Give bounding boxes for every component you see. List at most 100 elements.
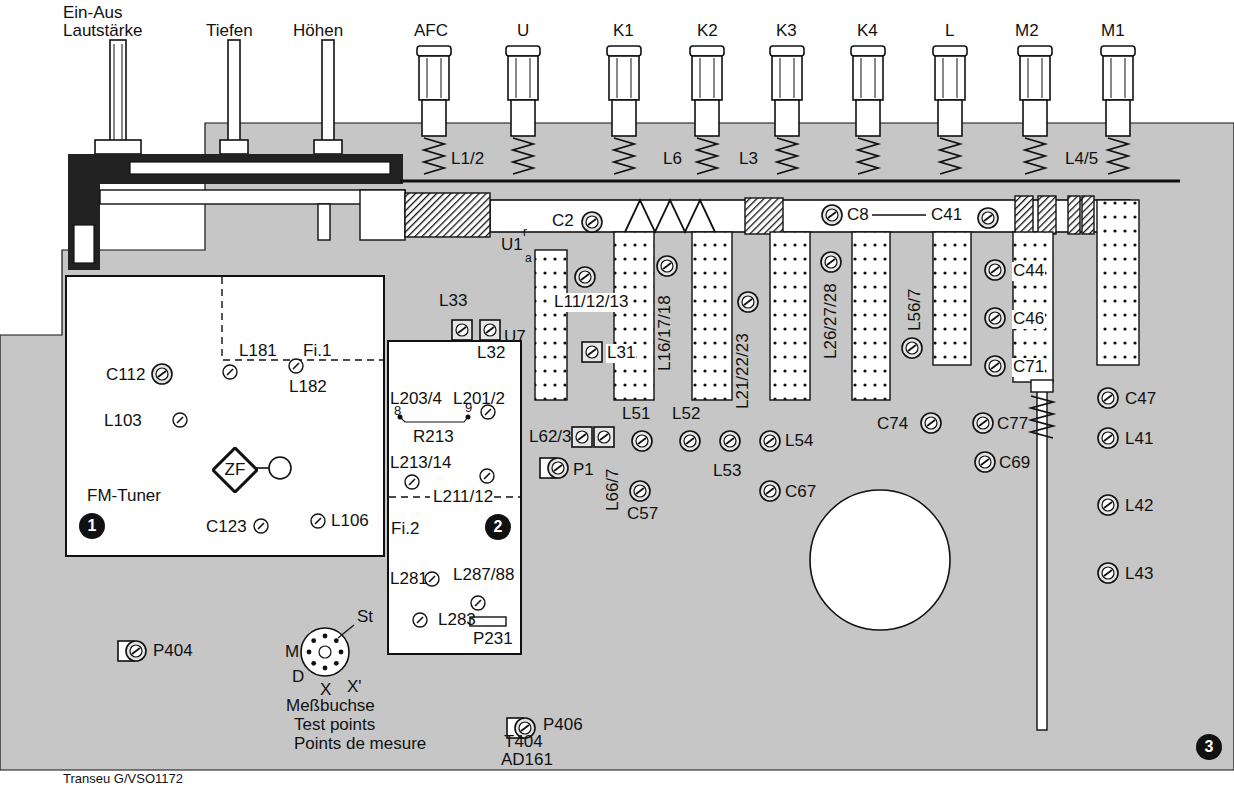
test-socket-part — [311, 661, 316, 666]
part-label: C112 — [105, 366, 146, 385]
part-label: L43 — [1124, 565, 1154, 584]
trimmers-part — [1098, 428, 1118, 448]
part-label: AFC — [413, 22, 449, 41]
callout-number: 1 — [79, 513, 105, 539]
control-assembly — [68, 40, 405, 270]
coil-strips — [535, 200, 1139, 400]
trimmers-part — [480, 469, 494, 483]
trimmers-part — [902, 338, 922, 358]
trimmers-part — [760, 431, 780, 451]
control-assembly-part — [360, 190, 405, 240]
module-grounds-part — [400, 417, 468, 422]
coil-bar-part — [490, 200, 1130, 232]
part-label: L26/27/28 — [822, 282, 841, 360]
part-label: L106 — [330, 512, 370, 531]
trimmers-part — [985, 260, 1005, 280]
coil-bar-part — [1068, 196, 1080, 234]
module-grounds-part — [466, 415, 471, 420]
module-grounds-part — [269, 457, 291, 479]
trimmers-part — [311, 514, 325, 528]
part-label: L41 — [1124, 430, 1154, 449]
part-label: U — [516, 22, 530, 41]
tuning-knobs-part — [770, 46, 804, 174]
module-grounds-part — [222, 277, 383, 360]
trimmers-part — [975, 452, 995, 472]
coil-strips-part — [692, 232, 732, 400]
node-label: ZF — [225, 461, 246, 480]
test-socket-part — [311, 638, 316, 643]
trimmers-part — [921, 413, 941, 433]
control-assembly-part — [110, 40, 126, 145]
diamond-shape — [213, 448, 257, 492]
part-label: L211/12 — [432, 488, 494, 507]
trimmers-part — [657, 256, 677, 276]
part-label: C67 — [784, 483, 817, 502]
part-label: D — [291, 668, 305, 687]
trimmers-part — [152, 364, 172, 384]
tuning-knobs — [417, 46, 1135, 174]
test-socket-part — [319, 646, 331, 658]
callout-text: 3 — [1205, 738, 1214, 756]
part-label: Meßbuchse — [285, 697, 376, 716]
part-label: Lautstärke — [62, 22, 143, 41]
part-label: U1 — [500, 236, 524, 255]
part-label: L281 — [389, 570, 429, 589]
board-part — [0, 123, 1234, 770]
module-grounds-part — [389, 496, 430, 497]
part-label: Transeu G/VSO1172 — [62, 772, 184, 786]
part-label: r — [522, 226, 528, 239]
part-label: P1 — [572, 461, 595, 480]
if-diamond: ZF — [212, 447, 258, 493]
part-label: K1 — [612, 22, 635, 41]
part-label: L283 — [437, 611, 477, 630]
part-label: C71 — [1012, 358, 1045, 377]
coil-bar — [400, 181, 1180, 237]
trimmers-part — [720, 431, 740, 451]
trimmers-part — [405, 475, 419, 489]
tuning-knobs-part — [690, 46, 724, 174]
part-label: 8 — [393, 404, 402, 418]
trimmers-part — [594, 427, 614, 447]
test-socket-part — [307, 650, 312, 655]
callout-text: 2 — [494, 518, 503, 536]
trimmers-part — [822, 205, 842, 225]
control-assembly-part — [220, 140, 248, 154]
part-label: L62/3 — [528, 428, 573, 447]
part-label: L16/17/18 — [656, 294, 675, 372]
part-label: C69 — [998, 454, 1031, 473]
test-socket — [301, 625, 354, 676]
coil-strips-part — [933, 232, 971, 365]
node-label: FM-Tuner — [87, 487, 161, 506]
part-label: C57 — [626, 505, 659, 524]
part-label: L56/7 — [906, 287, 925, 332]
control-assembly-part — [122, 44, 123, 140]
part-label: Höhen — [292, 22, 344, 41]
part-label: L103 — [103, 412, 143, 431]
trimmers-part — [760, 481, 780, 501]
part-label: T404 — [503, 733, 544, 752]
coil-strips-part — [535, 250, 567, 400]
coil-strips-part — [852, 232, 890, 400]
trimmers-part — [1098, 388, 1118, 408]
coil-bar-part — [1038, 196, 1056, 234]
tuning-knobs-part — [506, 46, 540, 174]
trimmers-part — [632, 431, 652, 451]
control-assembly-part — [130, 162, 390, 174]
trimmers-part — [480, 320, 500, 340]
part-label: C2 — [551, 212, 575, 231]
trimmers-part — [572, 427, 592, 447]
tuning-knobs-part — [1101, 46, 1135, 174]
test-socket-part — [338, 625, 354, 638]
control-assembly-part — [100, 190, 405, 204]
speaker-hole-part — [810, 490, 950, 630]
coil-bar-part — [405, 193, 490, 237]
drive-rod-part — [1031, 380, 1053, 392]
part-label: L32 — [476, 344, 506, 363]
trimmers-part — [821, 252, 841, 272]
part-label: X' — [346, 678, 363, 697]
trimmers-part — [173, 413, 187, 427]
trimmers-part — [289, 359, 303, 373]
part-label: M — [284, 643, 300, 662]
part-label: L4/5 — [1064, 150, 1099, 169]
